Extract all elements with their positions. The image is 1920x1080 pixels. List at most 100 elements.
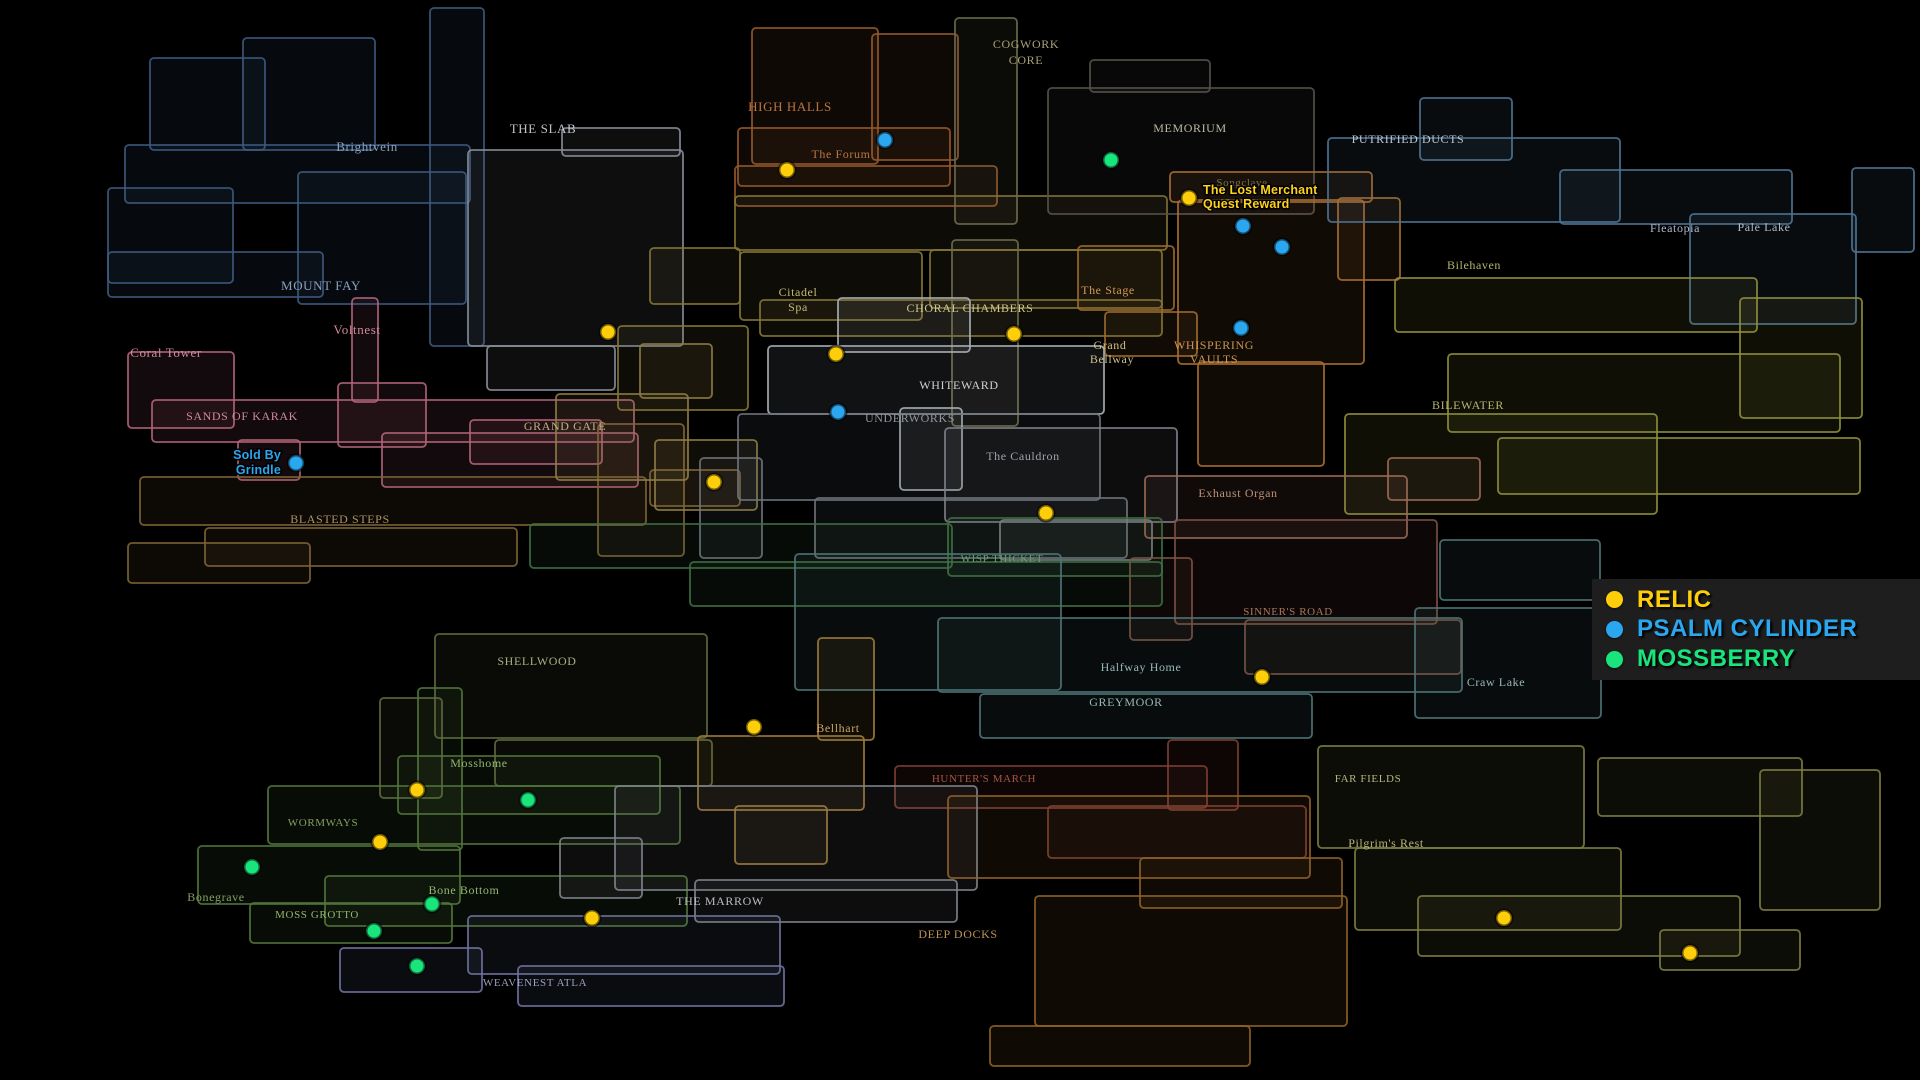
- region-putrified-ducts: [1559, 169, 1793, 225]
- region-wisp-thicket: [689, 561, 1163, 607]
- region-exhaust-organ: [1144, 475, 1408, 539]
- region-exhaust-organ: [1387, 457, 1481, 501]
- region-hunters-march: [894, 765, 1208, 809]
- region-cogwork-core: [954, 17, 1018, 225]
- marker-psalm-cylinder: [1233, 216, 1253, 236]
- region-underworks: [737, 413, 1101, 501]
- region-citadel: [649, 247, 741, 305]
- region-hunters-march: [1167, 739, 1239, 811]
- map-label: THE SLAB: [510, 121, 577, 136]
- map-label: WHITEWARD: [919, 378, 998, 392]
- region-the-cauldron: [999, 519, 1153, 561]
- region-weavenest-atla: [517, 965, 785, 1007]
- map-label: WHISPERING: [1174, 338, 1254, 352]
- region-bellhart: [817, 637, 875, 741]
- map-label: Citadel: [779, 285, 818, 299]
- lost-merchant-quest-reward-label: The Lost Merchant: [1203, 183, 1318, 197]
- marker-mossberry: [364, 921, 384, 941]
- region-putrified-ducts: [1327, 137, 1621, 223]
- map-label: BLASTED STEPS: [290, 512, 389, 526]
- region-memorium: [1089, 59, 1211, 93]
- marker-relic: [1252, 667, 1272, 687]
- marker-relic: [1036, 503, 1056, 523]
- region-bilewater: [1739, 297, 1863, 419]
- map-label: Pale Lake: [1737, 220, 1790, 234]
- region-the-marrow: [614, 785, 978, 891]
- region-mount-fay: [107, 251, 324, 298]
- region-greymoor: [937, 617, 1463, 693]
- region-bellhart: [734, 805, 828, 865]
- region-greymoor: [979, 693, 1313, 739]
- marker-mossberry: [422, 894, 442, 914]
- marker-mossberry: [407, 956, 427, 976]
- map-label: Bilehaven: [1447, 258, 1501, 272]
- map-label: Grand: [1094, 338, 1127, 352]
- map-label: GRAND GATE: [524, 419, 606, 433]
- sold-by-grindle-label: Sold By: [233, 448, 281, 462]
- map-label: Bellhart: [816, 721, 860, 735]
- region-mount-fay: [242, 37, 376, 151]
- region-blasted-steps: [139, 476, 647, 526]
- marker-relic: [1004, 324, 1024, 344]
- marker-mossberry: [1101, 150, 1121, 170]
- map-label: Coral Tower: [130, 345, 202, 360]
- marker-relic: [1680, 943, 1700, 963]
- legend-item-relic: RELIC: [1592, 586, 1920, 614]
- region-mount-fay: [429, 7, 485, 347]
- legend-label-mossberry: MOSSBERRY: [1637, 645, 1796, 673]
- map-label: Craw Lake: [1467, 675, 1525, 689]
- marker-psalm-cylinder: [1231, 318, 1251, 338]
- marker-relic: [704, 472, 724, 492]
- region-far-fields: [1317, 745, 1585, 849]
- marker-relic: [582, 908, 602, 928]
- map-label: HUNTER'S MARCH: [932, 773, 1036, 785]
- legend-panel: RELIC PSALM CYLINDER MOSSBERRY: [1592, 579, 1920, 680]
- map-label: CHORAL CHAMBERS: [907, 301, 1034, 315]
- map-label: Mosshome: [450, 756, 507, 770]
- map-label: Halfway Home: [1101, 660, 1182, 674]
- region-mosslands: [417, 687, 463, 851]
- map-label: THE MARROW: [676, 894, 764, 908]
- region-high-halls: [751, 27, 879, 165]
- relic-dot-icon: [1606, 591, 1623, 609]
- region-citadel: [759, 299, 1163, 337]
- region-greymoor: [1439, 539, 1601, 601]
- map-label: Exhaust Organ: [1198, 486, 1277, 500]
- map-label: CORE: [1009, 53, 1043, 67]
- region-the-slab: [467, 149, 684, 347]
- map-label: Spa: [788, 300, 808, 314]
- region-blasted-steps: [204, 527, 518, 567]
- region-whispering-vaults: [1197, 361, 1325, 467]
- marker-relic: [826, 344, 846, 364]
- region-putrified-ducts: [1419, 97, 1513, 161]
- region-sinners-road: [1244, 619, 1462, 675]
- region-mosslands: [249, 902, 453, 944]
- map-label: WISP THICKET: [961, 553, 1044, 565]
- region-sands-of-karak: [351, 297, 379, 403]
- map-label: BILEWATER: [1432, 398, 1504, 412]
- map-label: GREYMOOR: [1089, 695, 1162, 709]
- region-mosslands: [197, 845, 461, 905]
- region-sands-of-karak: [127, 351, 235, 429]
- region-bilewater: [1497, 437, 1861, 495]
- region-mount-fay: [149, 57, 266, 151]
- map-label: VAULTS: [1190, 352, 1238, 366]
- region-mount-fay: [297, 171, 467, 305]
- region-putrified-ducts: [1689, 213, 1857, 325]
- region-shellwood: [434, 633, 708, 739]
- legend-label-psalm-cylinder: PSALM CYLINDER: [1637, 615, 1858, 643]
- map-label: DEEP DOCKS: [918, 927, 997, 941]
- map-label: PUTRIFIED DUCTS: [1352, 132, 1465, 146]
- region-whispering-vaults: [1169, 171, 1373, 203]
- lost-merchant-quest-reward-label: Quest Reward: [1203, 197, 1289, 211]
- region-shellwood: [379, 697, 443, 799]
- region-citadel: [929, 249, 1163, 309]
- map-label: Voltnest: [333, 322, 380, 337]
- region-whispering-vaults: [1337, 197, 1401, 281]
- marker-relic: [744, 717, 764, 737]
- region-greymoor: [1414, 607, 1602, 719]
- region-far-fields: [1354, 847, 1622, 931]
- marker-relic: [1179, 188, 1199, 208]
- marker-relic: [1494, 908, 1514, 928]
